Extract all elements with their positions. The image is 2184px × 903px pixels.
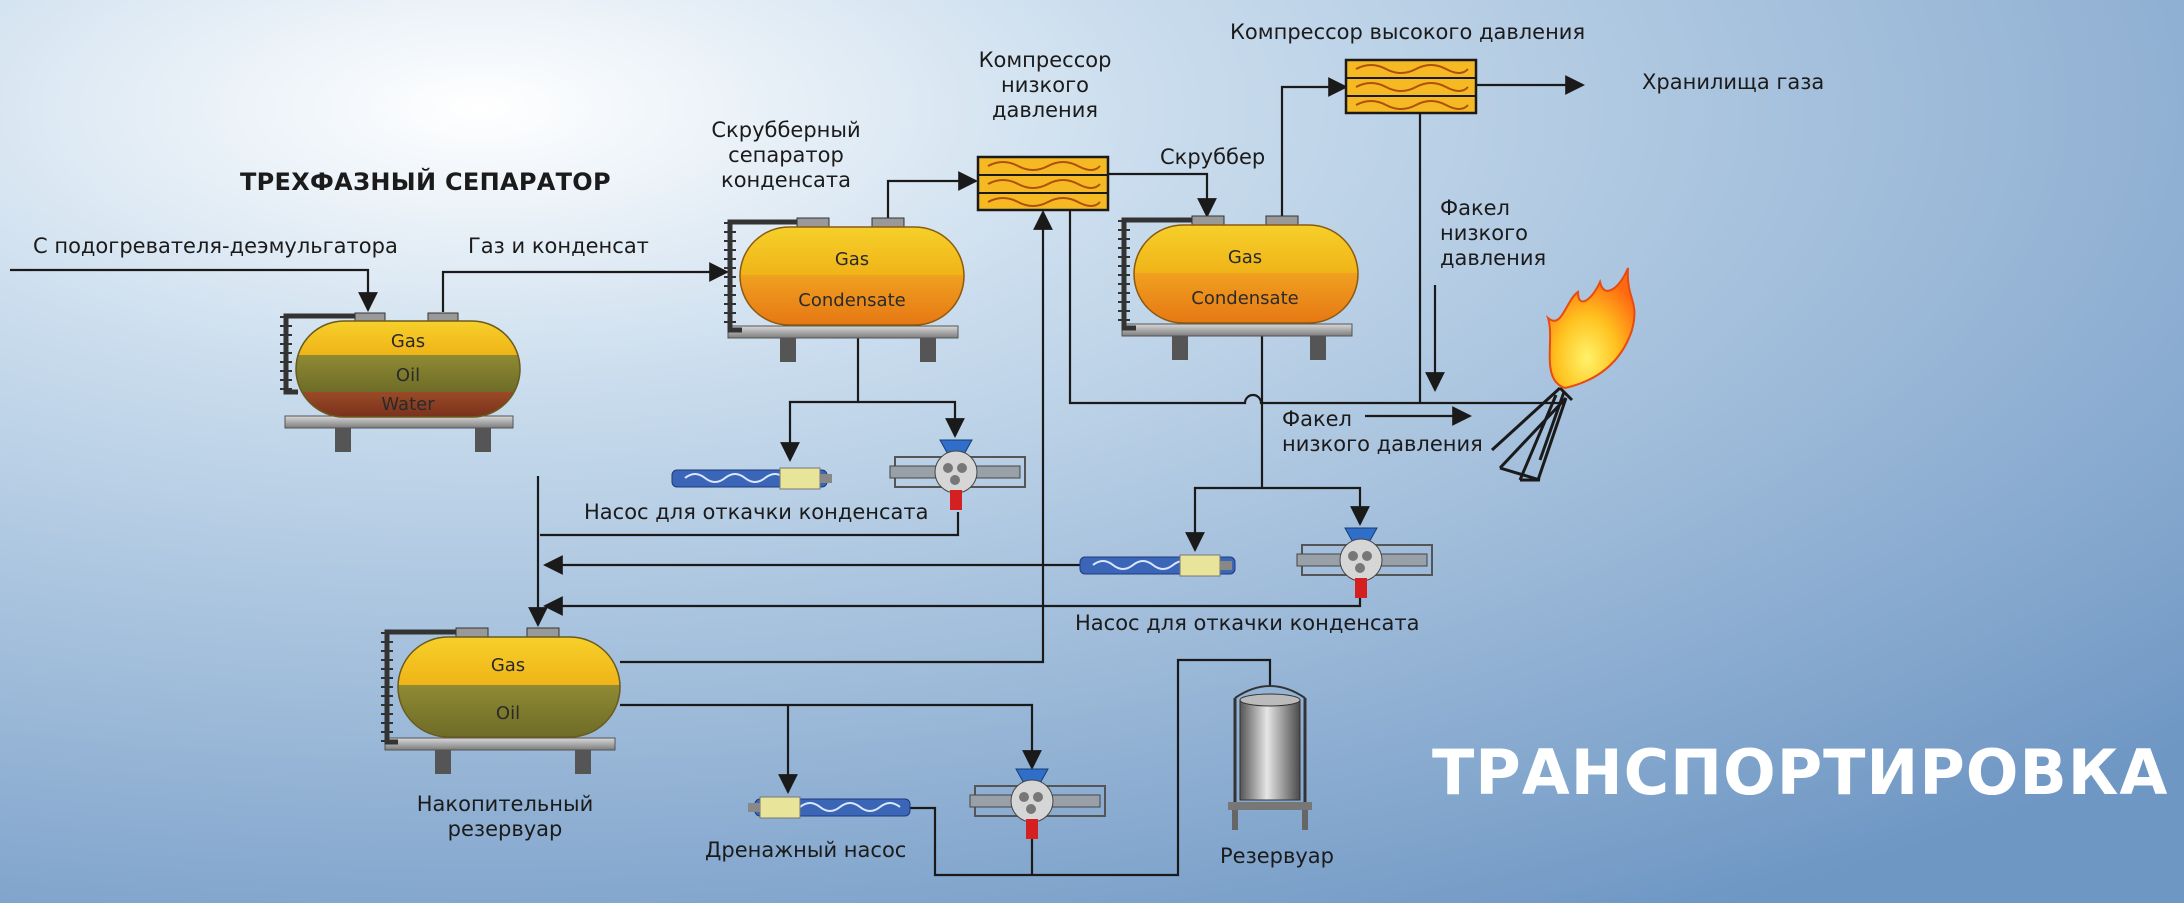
- scrubber-gas-label: Gas: [1228, 247, 1262, 268]
- storage-oil-label: Oil: [496, 703, 520, 724]
- three-phase-separator: Gas Oil Water: [280, 312, 521, 452]
- scrubber-label: Скруббер: [1160, 145, 1266, 169]
- gas-storage-label: Хранилища газа: [1642, 70, 1825, 94]
- centrifugal-pump-2: [1296, 527, 1433, 598]
- three-phase-gas-label: Gas: [391, 331, 425, 352]
- flare-stack: [1490, 267, 1636, 482]
- lp-compressor: [976, 155, 1110, 212]
- transport-title: ТРАНСПОРТИРОВКА: [1432, 736, 2169, 809]
- storage-tank-label: Накопительный резервуар: [416, 792, 594, 841]
- lp-flare-mid-label: Факел низкого давления: [1282, 407, 1483, 456]
- scrubber-separator-gas-label: Gas: [835, 249, 869, 270]
- drain-pump-label: Дренажный насос: [705, 838, 907, 862]
- from-heater-label: С подогревателя-деэмульгатора: [33, 234, 398, 258]
- centrifugal-pump-1: [889, 439, 1026, 510]
- scrubber-separator-tank: Gas Condensate: [724, 217, 965, 362]
- screw-pump-1: [671, 467, 832, 490]
- three-phase-water-label: Water: [381, 394, 435, 415]
- hp-compressor-label: Компрессор высокого давления: [1230, 20, 1586, 44]
- scrubber-condensate-label: Condensate: [1191, 288, 1298, 309]
- centrifugal-pump-drain: [969, 768, 1106, 839]
- pump-condensate-label-2: Насос для откачки конденсата: [1075, 611, 1420, 635]
- storage-tank: Gas Oil: [381, 627, 621, 774]
- reservoir-tank: [1228, 685, 1312, 830]
- lp-flare-top-label: Факел низкого давления: [1440, 196, 1547, 270]
- storage-gas-label: Gas: [491, 655, 525, 676]
- scrubber-separator-label: Скрубберный сепаратор конденсата: [711, 118, 861, 192]
- reservoir-label: Резервуар: [1220, 844, 1335, 868]
- scrubber-separator-condensate-label: Condensate: [798, 290, 905, 311]
- three-phase-oil-label: Oil: [396, 365, 420, 386]
- scrubber-tank: Gas Condensate: [1118, 215, 1359, 360]
- pump-condensate-label-1: Насос для откачки конденсата: [584, 500, 929, 524]
- hp-compressor: [1344, 58, 1478, 115]
- lp-compressor-label: Компрессор низкого давления: [978, 48, 1112, 122]
- three-phase-separator-title: ТРЕХФАЗНЫЙ СЕПАРАТОР: [240, 168, 611, 196]
- flame-icon: [1545, 267, 1636, 390]
- screw-pump-2: [1079, 554, 1236, 577]
- gas-condensate-label: Газ и конденсат: [468, 234, 649, 258]
- flow-lines: [10, 75, 1585, 877]
- screw-pump-drain: [748, 796, 911, 819]
